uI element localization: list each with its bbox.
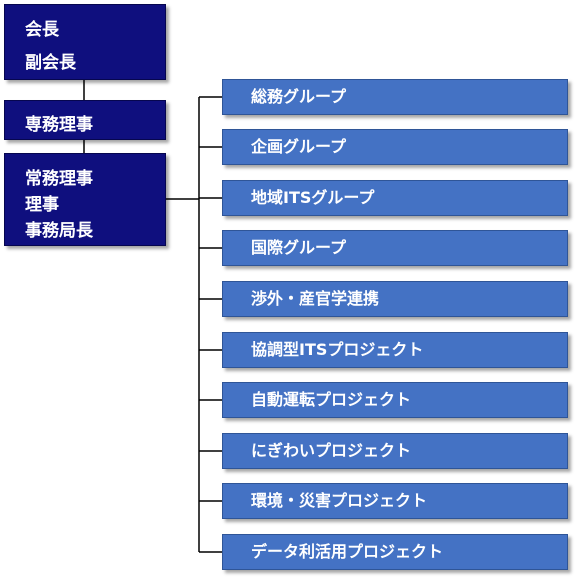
executive-title: 会長 — [25, 20, 59, 40]
executive-title: 副会長 — [25, 53, 76, 73]
executive-box-senior-managing-director: 専務理事 — [4, 100, 166, 140]
group-box: データ利活用プロジェクト — [222, 534, 568, 570]
group-box: 国際グループ — [222, 230, 568, 266]
group-box: 協調型ITSプロジェクト — [222, 332, 568, 368]
group-box: 企画グループ — [222, 129, 568, 165]
group-box: 総務グループ — [222, 79, 568, 115]
executive-box-managing-director: 常務理事 理事 事務局長 — [4, 153, 166, 246]
executive-title: 理事 — [25, 195, 59, 215]
executive-box-chairman: 会長 副会長 — [4, 4, 166, 80]
group-box: 自動運転プロジェクト — [222, 382, 568, 418]
group-box: にぎわいプロジェクト — [222, 433, 568, 469]
executive-title: 事務局長 — [25, 221, 93, 241]
executive-title: 常務理事 — [25, 169, 93, 189]
group-box: 渉外・産官学連携 — [222, 281, 568, 317]
executive-title: 専務理事 — [25, 115, 93, 135]
group-box: 地域ITSグループ — [222, 180, 568, 216]
group-box: 環境・災害プロジェクト — [222, 483, 568, 519]
